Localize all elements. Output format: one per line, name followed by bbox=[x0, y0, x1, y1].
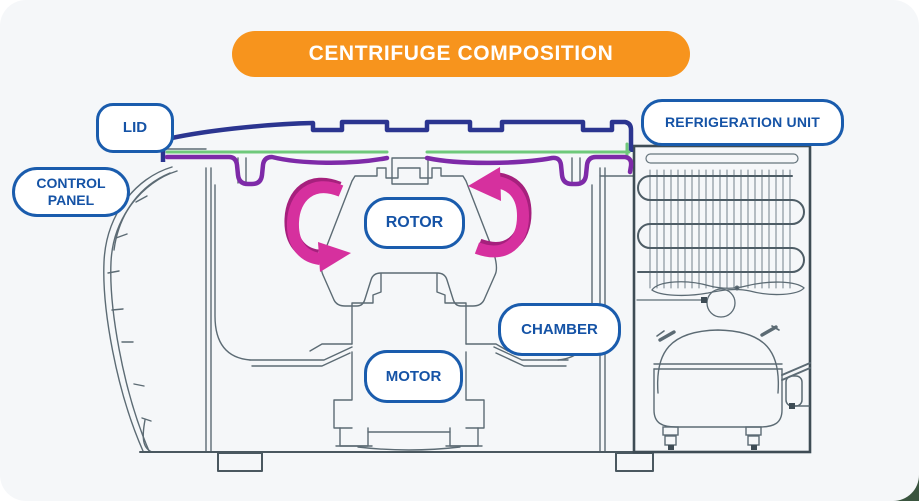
label-chamber-text: CHAMBER bbox=[521, 320, 598, 338]
rotation-cw-arrow-icon bbox=[468, 167, 532, 258]
lid-drawing bbox=[160, 119, 634, 162]
control-panel-drawing bbox=[103, 166, 178, 453]
rotation-ccw-arrow-icon bbox=[284, 177, 351, 272]
label-chamber: CHAMBER bbox=[498, 303, 621, 356]
refrigeration-unit-drawing bbox=[632, 144, 812, 454]
compressor-drawing bbox=[653, 325, 811, 450]
condenser-fins bbox=[649, 169, 791, 289]
rotor-drawing bbox=[320, 167, 498, 307]
condenser-tubes bbox=[637, 175, 805, 273]
label-rotor-text: ROTOR bbox=[385, 214, 444, 232]
page-title: CENTRIFUGE COMPOSITION bbox=[308, 42, 614, 65]
title-banner: CENTRIFUGE COMPOSITION bbox=[232, 31, 690, 77]
label-lid: LID bbox=[96, 103, 174, 153]
machine-base-drawing bbox=[139, 451, 811, 472]
label-control-panel-text: CONTROL PANEL bbox=[36, 175, 106, 208]
label-rotor: ROTOR bbox=[364, 197, 465, 249]
fan-drawing bbox=[636, 281, 805, 318]
label-motor-text: MOTOR bbox=[385, 367, 442, 385]
gasket-purple-drawing bbox=[164, 154, 634, 187]
label-refrigeration-unit: REFRIGERATION UNIT bbox=[641, 99, 844, 146]
label-refrigeration-unit-text: REFRIGERATION UNIT bbox=[664, 114, 820, 131]
label-motor: MOTOR bbox=[364, 350, 463, 403]
chamber-drawing bbox=[166, 148, 635, 453]
motor-drawing bbox=[309, 273, 509, 451]
label-lid-text: LID bbox=[122, 119, 148, 136]
seal-green-drawing bbox=[165, 142, 631, 158]
label-control-panel: CONTROL PANEL bbox=[12, 167, 130, 217]
